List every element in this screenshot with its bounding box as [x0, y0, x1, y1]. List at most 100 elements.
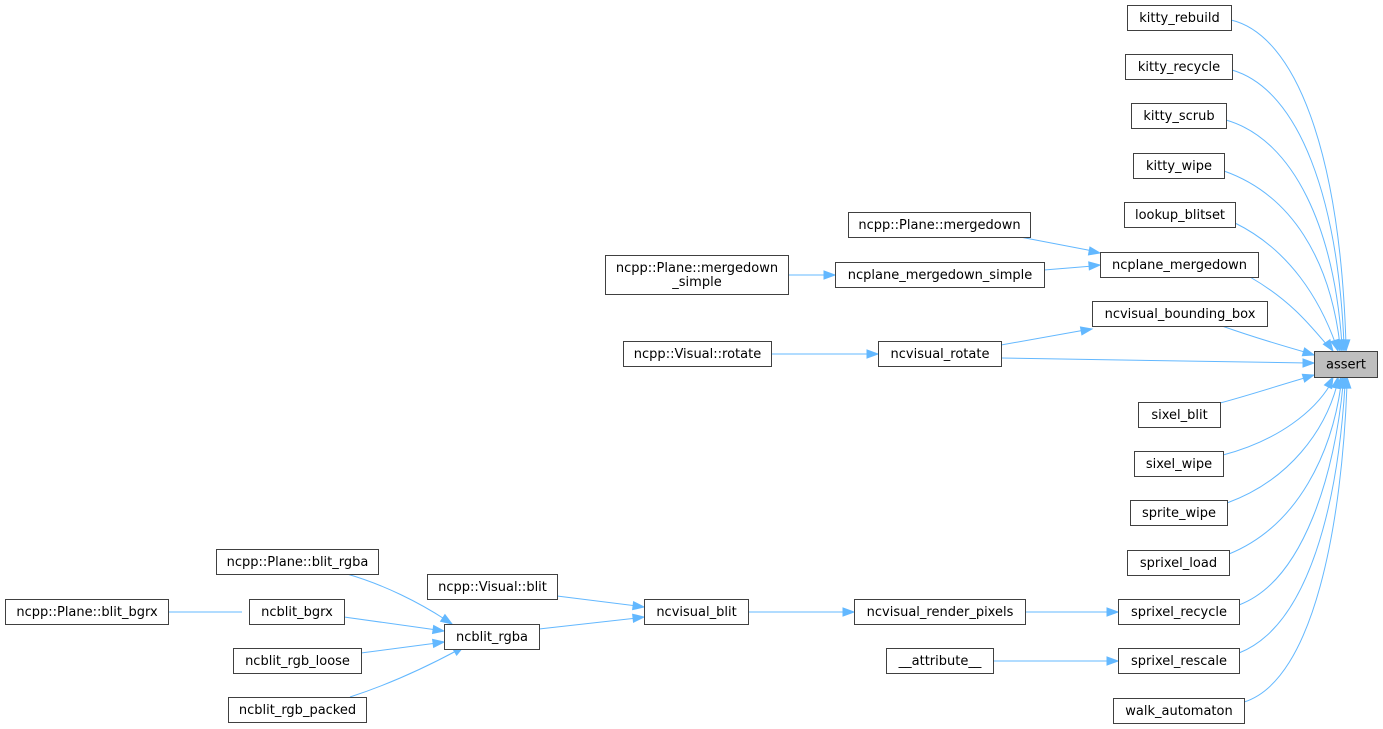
node-box-ncblit-bgrx — [249, 599, 345, 625]
node-lookup-blitset[interactable]: lookup_blitset — [1124, 202, 1236, 228]
node-label-sprite-wipe: sprite_wipe — [1142, 506, 1216, 521]
node-box-walk-automaton — [1113, 698, 1245, 724]
node-label-ncplane-mergedown-simple: ncplane_mergedown_simple — [848, 268, 1032, 283]
node-kitty-wipe[interactable]: kitty_wipe — [1133, 153, 1225, 179]
edge-kitty-recycle-to-assert — [1231, 69, 1345, 346]
node-ncpp-plane-blit-bgrx[interactable]: ncpp::Plane::blit_bgrx — [5, 599, 169, 625]
node-box-ncvisual-bounding-box — [1092, 301, 1268, 327]
node-ncblit-rgba[interactable]: ncblit_rgba — [444, 624, 540, 650]
node-ncblit-rgb-loose[interactable]: ncblit_rgb_loose — [233, 648, 362, 674]
node-label-ncvisual-rotate: ncvisual_rotate — [891, 347, 990, 362]
node-label-sprixel-load: sprixel_load — [1140, 556, 1217, 571]
node-box-ncplane-mergedown — [1100, 252, 1259, 278]
node-label-lookup-blitset: lookup_blitset — [1135, 208, 1225, 223]
edge-sixel-wipe-to-assert — [1222, 384, 1331, 456]
arrowhead-ncvisual-rotate-to-ncvisual-bounding-box — [1079, 326, 1094, 336]
edge-sprite-wipe-to-assert — [1226, 384, 1338, 504]
node-box-sixel-blit — [1138, 402, 1221, 428]
edge-ncblit-rgb-loose-to-ncblit-rgba — [360, 642, 438, 654]
node-sprixel-load[interactable]: sprixel_load — [1127, 550, 1230, 576]
node-box-ncvisual-blit — [644, 599, 749, 625]
node-sprite-wipe[interactable]: sprite_wipe — [1130, 500, 1228, 526]
node-box-ncpp-plane-blit-rgba — [216, 549, 379, 575]
arrowhead-ncvisual-bounding-box-to-assert — [1301, 347, 1316, 357]
node-attribute[interactable]: __attribute__ — [886, 648, 994, 674]
node-label-kitty-rebuild: kitty_rebuild — [1139, 11, 1220, 26]
node-ncpp-visual-blit[interactable]: ncpp::Visual::blit — [427, 574, 558, 600]
edge-ncplane-mergedown-simple-to-ncplane-mergedown — [1043, 265, 1094, 271]
node-box-sixel-wipe — [1134, 451, 1224, 477]
edge-ncvisual-rotate-to-assert — [1000, 357, 1309, 364]
node-label-sprixel-recycle: sprixel_recycle — [1131, 605, 1227, 620]
node-box-ncblit-rgb-packed — [228, 697, 367, 723]
node-label-ncpp-plane-mergedown-simple-line-2: _simple — [671, 275, 721, 290]
node-box-ncblit-rgba — [444, 624, 540, 650]
node-label-ncpp-plane-mergedown: ncpp::Plane::mergedown — [858, 218, 1020, 233]
arrowhead-ncpp-plane-mergedown-to-ncplane-mergedown — [1087, 246, 1102, 256]
node-ncplane-mergedown[interactable]: ncplane_mergedown — [1100, 252, 1259, 278]
node-kitty-scrub[interactable]: kitty_scrub — [1131, 103, 1227, 129]
node-label-walk-automaton: walk_automaton — [1125, 704, 1232, 719]
node-label-attribute: __attribute__ — [898, 654, 982, 669]
node-ncvisual-blit[interactable]: ncvisual_blit — [644, 599, 749, 625]
edge-ncpp-plane-blit-rgba-to-ncblit-rgba — [346, 573, 447, 621]
node-label-ncpp-plane-blit-rgba: ncpp::Plane::blit_rgba — [227, 555, 369, 570]
node-sixel-wipe[interactable]: sixel_wipe — [1134, 451, 1224, 477]
node-sprixel-rescale[interactable]: sprixel_rescale — [1118, 648, 1240, 674]
node-label-sixel-blit: sixel_blit — [1151, 408, 1207, 423]
arrowhead-ncpp-plane-blit-rgba-to-ncblit-rgba — [439, 613, 454, 625]
edge-lookup-blitset-to-assert — [1234, 222, 1337, 346]
node-sixel-blit[interactable]: sixel_blit — [1138, 402, 1221, 428]
node-label-ncvisual-blit: ncvisual_blit — [656, 605, 736, 620]
edge-ncpp-visual-blit-to-ncvisual-blit — [556, 595, 638, 607]
edges-layer — [168, 19, 1352, 703]
node-box-ncblit-rgb-loose — [233, 648, 362, 674]
node-walk-automaton[interactable]: walk_automaton — [1113, 698, 1245, 724]
node-label-ncblit-rgb-loose: ncblit_rgb_loose — [245, 654, 350, 669]
node-box-ncpp-visual-rotate — [623, 341, 772, 367]
node-ncvisual-bounding-box[interactable]: ncvisual_bounding_box — [1092, 301, 1268, 327]
arrowhead-ncvisual-blit-to-ncvisual-render-pixels — [842, 607, 856, 617]
arrowhead-sixel-wipe-to-assert — [1323, 375, 1334, 390]
node-box-ncplane-mergedown-simple — [835, 262, 1045, 288]
edge-ncblit-rgb-packed-to-ncblit-rgba — [349, 649, 459, 698]
node-box-attribute — [886, 648, 994, 674]
node-kitty-rebuild[interactable]: kitty_rebuild — [1127, 5, 1232, 31]
node-box-ncpp-visual-blit — [427, 574, 558, 600]
node-assert[interactable]: assert — [1314, 351, 1378, 378]
node-label-ncpp-visual-blit: ncpp::Visual::blit — [438, 580, 547, 595]
node-ncpp-plane-mergedown[interactable]: ncpp::Plane::mergedown — [848, 212, 1031, 238]
arrowhead-lookup-blitset-to-assert — [1330, 338, 1340, 353]
node-box-ncpp-plane-blit-bgrx — [5, 599, 169, 625]
arrowhead-ncpp-visual-rotate-to-ncvisual-rotate — [866, 349, 880, 359]
arrowhead-ncblit-bgrx-to-ncblit-rgba — [431, 624, 446, 635]
node-ncplane-mergedown-simple[interactable]: ncplane_mergedown_simple — [835, 262, 1045, 288]
node-label-kitty-recycle: kitty_recycle — [1138, 60, 1220, 75]
arrowhead-ncblit-rgb-loose-to-ncblit-rgba — [431, 638, 446, 649]
arrowhead-ncplane-mergedown-simple-to-ncplane-mergedown — [1088, 261, 1102, 271]
edge-ncpp-plane-mergedown-to-ncplane-mergedown — [1019, 236, 1094, 252]
node-box-kitty-wipe — [1133, 153, 1225, 179]
node-ncblit-rgb-packed[interactable]: ncblit_rgb_packed — [228, 697, 367, 723]
node-sprixel-recycle[interactable]: sprixel_recycle — [1118, 599, 1240, 625]
node-ncvisual-rotate[interactable]: ncvisual_rotate — [878, 341, 1002, 367]
node-box-ncpp-plane-mergedown-simple — [605, 255, 789, 295]
node-box-kitty-rebuild — [1127, 5, 1232, 31]
node-ncpp-visual-rotate[interactable]: ncpp::Visual::rotate — [623, 341, 772, 367]
node-label-ncblit-rgb-packed: ncblit_rgb_packed — [239, 703, 356, 718]
node-ncpp-plane-mergedown-simple[interactable]: ncpp::Plane::mergedown_simple — [605, 255, 789, 295]
edge-ncvisual-bounding-box-to-assert — [1221, 325, 1309, 354]
node-label-assert: assert — [1326, 358, 1366, 373]
node-ncvisual-render-pixels[interactable]: ncvisual_render_pixels — [854, 599, 1026, 625]
node-label-ncblit-bgrx: ncblit_bgrx — [261, 605, 333, 620]
node-kitty-recycle[interactable]: kitty_recycle — [1125, 54, 1233, 80]
arrowhead-ncpp-visual-blit-to-ncvisual-blit — [632, 600, 646, 611]
node-ncpp-plane-blit-rgba[interactable]: ncpp::Plane::blit_rgba — [216, 549, 379, 575]
node-label-ncplane-mergedown: ncplane_mergedown — [1112, 258, 1247, 273]
node-box-sprixel-recycle — [1118, 599, 1240, 625]
node-label-ncpp-plane-blit-bgrx: ncpp::Plane::blit_bgrx — [16, 605, 158, 620]
arrowhead-walk-automaton-to-assert — [1342, 375, 1352, 389]
edge-sixel-blit-to-assert — [1219, 376, 1309, 404]
node-ncblit-bgrx[interactable]: ncblit_bgrx — [249, 599, 345, 625]
